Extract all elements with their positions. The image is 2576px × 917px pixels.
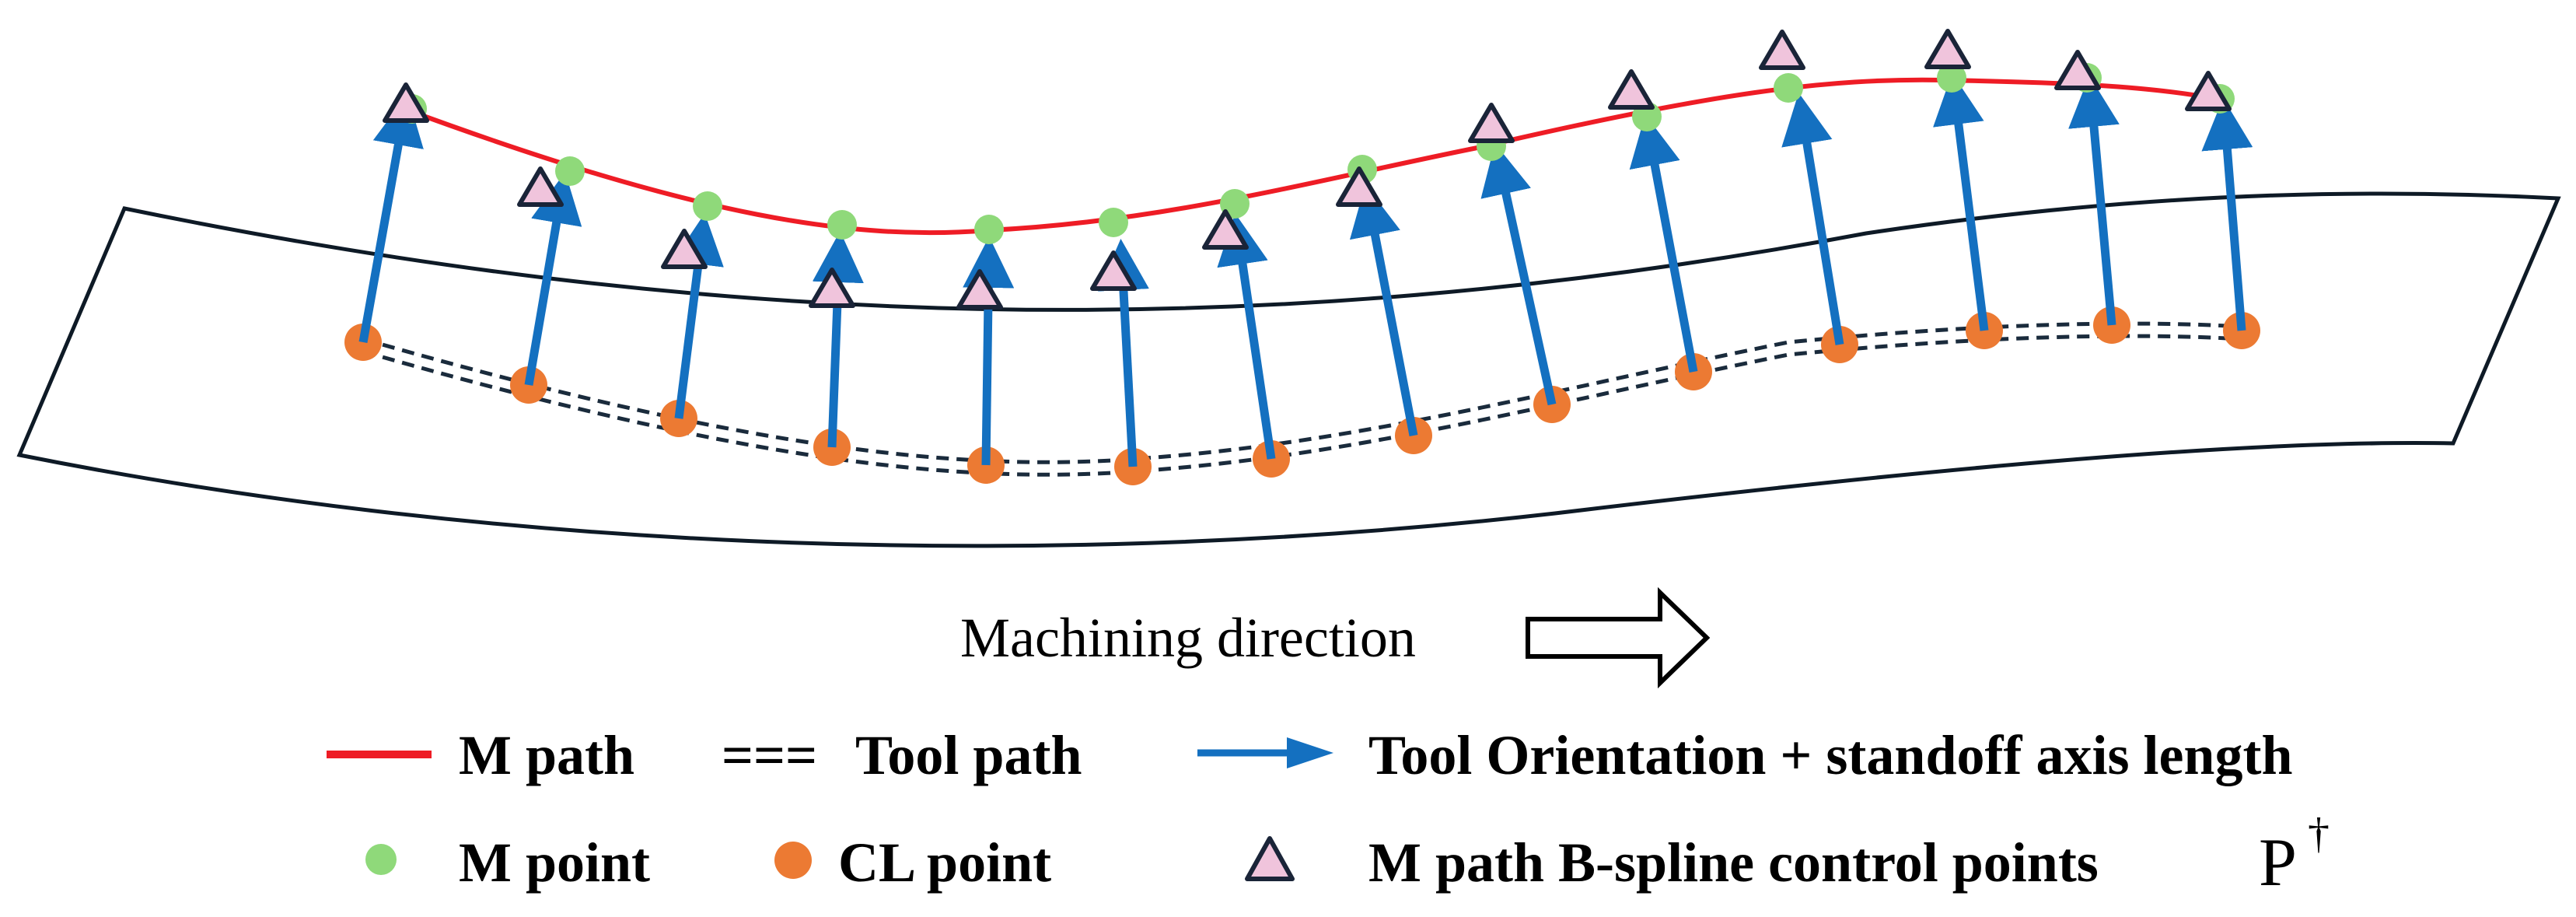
tool-orientation-arrow <box>358 94 424 343</box>
points-layer <box>344 29 2260 485</box>
control-point-triangle <box>2185 71 2232 111</box>
cl-point-legend-label: CL point <box>838 831 1051 894</box>
control-point-triangle <box>2054 50 2101 90</box>
triangle-icon <box>1245 836 1295 881</box>
control-points-superscript: † <box>2308 810 2330 858</box>
control-point-triangle <box>1759 30 1805 70</box>
arrow-legend-head <box>1287 737 1333 768</box>
direction-label: Machining direction <box>960 607 1416 669</box>
m-point <box>974 215 1004 244</box>
tool-orientation-arrow <box>1629 114 1698 373</box>
m-point <box>1774 73 1803 103</box>
surface-outline <box>16 191 2561 548</box>
control-point-triangle <box>517 166 564 207</box>
m-point <box>1937 63 1966 93</box>
tool-orientation-arrow <box>1933 73 1989 331</box>
tool-orientation-arrow <box>812 231 864 448</box>
control-point-triangle <box>1090 250 1137 291</box>
hollow-right-arrow-icon <box>1526 586 1711 689</box>
m-path-legend-label: M path <box>459 724 634 786</box>
tool-path-legend-swatch: === <box>722 724 817 786</box>
tool-orientation-arrow <box>1217 213 1276 460</box>
m-point-legend-label: M point <box>459 831 650 894</box>
control-point-triangle <box>1608 69 1655 110</box>
tool-orientation-legend-label: Tool Orientation + standoff axis length <box>1368 724 2293 786</box>
tool-orientation-arrow <box>2201 98 2253 331</box>
tool-path-curve-a <box>362 321 2242 464</box>
m-path-curve <box>403 77 2217 236</box>
tool-path-legend-label: Tool path <box>855 724 1082 786</box>
control-point-triangle <box>661 229 708 269</box>
green-dot-icon <box>365 844 397 875</box>
control-point-triangle <box>1336 166 1382 207</box>
tool-orientation-arrow <box>2068 75 2120 326</box>
control-point-triangle <box>809 268 855 308</box>
tool-orientation-arrow <box>963 236 1015 466</box>
tool-path-curve-b <box>362 334 2242 477</box>
tool-orientation-arrow <box>1349 184 1418 437</box>
tool-orientation-arrow <box>1480 143 1557 406</box>
control-points-legend-label: M path B-spline control points <box>1368 831 2099 894</box>
control-point-triangle <box>956 269 1003 310</box>
orange-dot-icon <box>774 842 812 879</box>
m-point <box>555 156 585 186</box>
control-point-triangle <box>1468 103 1515 143</box>
control-point-triangle <box>383 82 429 123</box>
m-point <box>1099 208 1128 237</box>
m-point <box>693 191 722 221</box>
tool-orientation-arrow <box>524 172 582 386</box>
control-points-symbol: P <box>2259 825 2297 901</box>
control-point-triangle <box>1202 209 1249 250</box>
tool-orientation-arrow <box>1781 93 1844 345</box>
control-point-triangle <box>1924 29 1971 69</box>
m-point <box>827 210 857 240</box>
